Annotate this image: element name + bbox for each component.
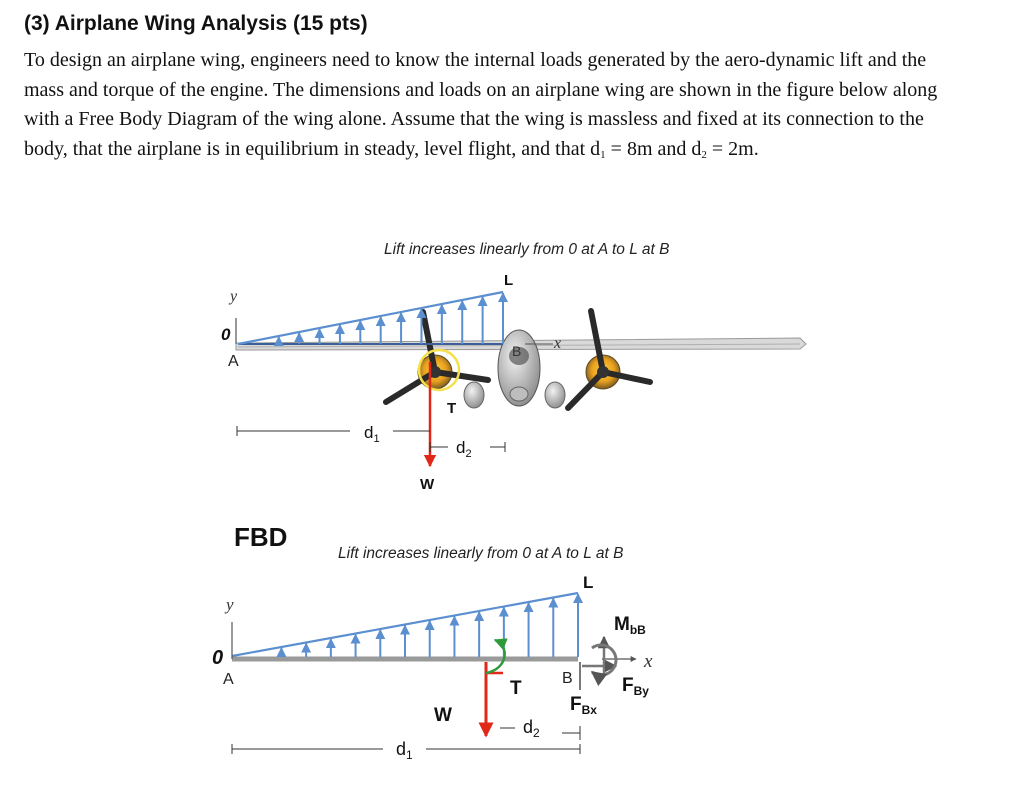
fbd-label-T: T <box>510 678 522 699</box>
problem-text-main: To design an airplane wing, engineers ne… <box>24 49 938 160</box>
top-label-A: A <box>228 353 239 370</box>
top-label-0: 0 <box>221 325 231 344</box>
top-label-B: B <box>512 343 521 359</box>
top-label-d2: d2 <box>456 438 472 460</box>
fbd-label-0: 0 <box>212 647 223 669</box>
top-label-d1: d1 <box>364 423 380 445</box>
fbd-label-x: x <box>643 651 653 672</box>
d2-subscript: 2 <box>701 148 707 161</box>
fbd-moment-arrow <box>590 643 618 687</box>
top-lift-caption: Lift increases linearly from 0 at A to L… <box>384 241 669 258</box>
top-label-W: W <box>420 476 435 493</box>
fbd-label-y: y <box>224 595 234 614</box>
fbd-label-d1: d1 <box>396 739 413 762</box>
fbd-figure: FBD Lift increases linearly from 0 at A … <box>212 522 653 762</box>
fbd-label-L: L <box>583 573 593 592</box>
fbd-title: FBD <box>234 522 287 552</box>
d1-subscript: 1 <box>600 148 606 161</box>
fbd-label-B: B <box>562 670 573 687</box>
top-figure: Lift increases linearly from 0 at A to L… <box>221 241 807 493</box>
top-label-y: y <box>228 288 238 305</box>
problem-heading: (3) Airplane Wing Analysis (15 pts) <box>24 12 368 35</box>
top-lift-envelope <box>237 290 504 346</box>
fbd-label-Fbx: FBx <box>570 694 597 717</box>
problem-text-mid: = 8m and d <box>605 137 702 160</box>
top-label-T: T <box>447 400 456 417</box>
engine-highlight-circle <box>417 348 461 392</box>
fbd-label-Fby: FBy <box>622 675 649 698</box>
problem-text-end: = 2m. <box>706 137 759 160</box>
fbd-label-A: A <box>223 671 234 688</box>
fbd-label-M: MbB <box>614 614 646 637</box>
problem-text: To design an airplane wing, engineers ne… <box>24 46 964 170</box>
fbd-torque-arrow <box>485 638 508 675</box>
fbd-label-W: W <box>434 705 452 726</box>
fbd-label-d2: d2 <box>523 717 540 740</box>
airplane-illustration <box>235 308 807 411</box>
top-label-x: x <box>553 335 561 352</box>
fbd-lift-caption: Lift increases linearly from 0 at A to L… <box>338 545 623 562</box>
top-label-L: L <box>504 272 513 289</box>
fbd-lift-arrows <box>276 593 583 657</box>
top-lift-arrows <box>273 292 508 346</box>
